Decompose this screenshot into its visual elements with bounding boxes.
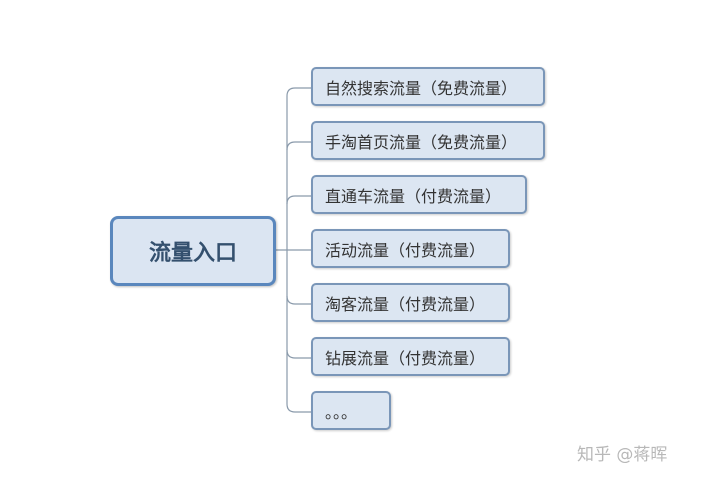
child-node-activity[interactable]: 活动流量（付费流量） — [311, 229, 510, 268]
trunk-line — [286, 87, 311, 413]
child-node-natural-search[interactable]: 自然搜索流量（免费流量） — [311, 67, 545, 106]
root-node[interactable]: 流量入口 — [110, 216, 276, 286]
child-node-through-train[interactable]: 直通车流量（付费流量） — [311, 175, 527, 214]
child-node-taoke[interactable]: 淘客流量（付费流量） — [311, 283, 510, 322]
child-node-zuanzhan[interactable]: 钻展流量（付费流量） — [311, 337, 510, 376]
watermark: 知乎 @蒋晖 — [577, 445, 668, 465]
branch-connector — [286, 195, 311, 205]
branch-connector — [286, 349, 311, 359]
branch-connector — [286, 295, 311, 305]
branch-connector — [286, 141, 311, 151]
child-node-more[interactable]: 。。。 — [311, 391, 391, 430]
child-node-homepage[interactable]: 手淘首页流量（免费流量） — [311, 121, 545, 160]
